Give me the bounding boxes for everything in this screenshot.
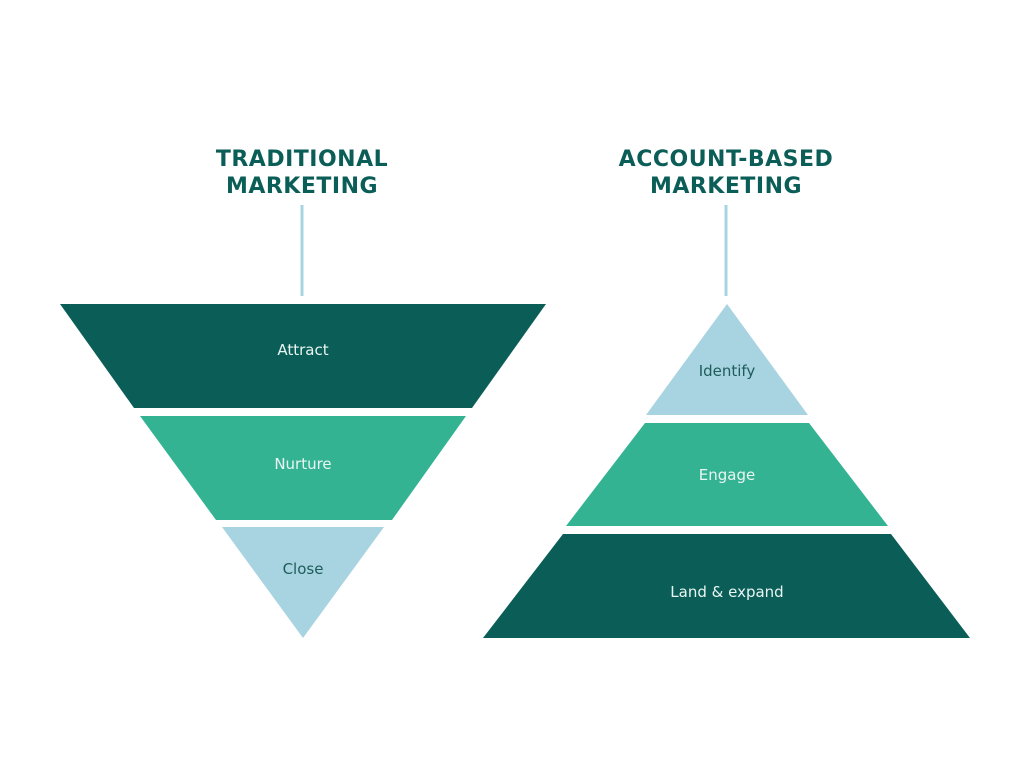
traditional-title-line2: MARKETING [225, 174, 379, 199]
funnel-stage-label: Close [283, 560, 324, 578]
funnel-stage-label: Nurture [274, 455, 331, 473]
pyramid-stage-label: Engage [699, 466, 755, 484]
traditional-marketing-title: TRADITIONAL MARKETING [182, 146, 422, 200]
abm-title-line2: MARKETING [649, 174, 803, 199]
abm-pyramid: Identify Engage Land & expand [483, 304, 970, 638]
pyramid-stage-identify: Identify [646, 304, 808, 415]
funnel-stage-nurture: Nurture [140, 416, 466, 520]
funnel-stage-attract: Attract [60, 304, 546, 408]
traditional-title-line1: TRADITIONAL [215, 147, 389, 172]
funnel-stage-close: Close [222, 527, 384, 638]
pyramid-stage-label: Land & expand [670, 583, 783, 601]
abm-title-line1: ACCOUNT-BASED [618, 147, 834, 172]
pyramid-stage-label: Identify [699, 362, 756, 380]
pyramid-stage-land-expand: Land & expand [483, 534, 970, 638]
funnel-stage-label: Attract [277, 341, 328, 359]
account-based-marketing-title: ACCOUNT-BASED MARKETING [596, 146, 856, 200]
traditional-funnel: Attract Nurture Close [60, 304, 546, 638]
pyramid-stage-engage: Engage [566, 423, 888, 526]
